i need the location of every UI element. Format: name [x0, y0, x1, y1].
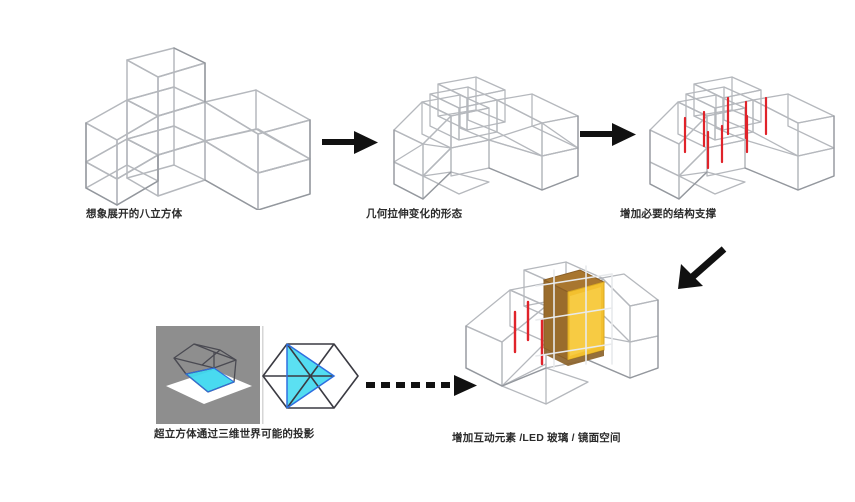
- inset-divider: [262, 326, 264, 424]
- gold-glass-volume: [542, 269, 606, 366]
- projection-inset: [156, 326, 366, 426]
- arrow-down-left-icon: [678, 246, 727, 289]
- inset-caption: 超立方体通过三维世界可能的投影: [154, 428, 315, 440]
- arrow-right-icon: [322, 131, 378, 154]
- interactive-glass-svg: [465, 261, 659, 405]
- arrow-right-icon: [580, 123, 636, 146]
- step-4-caption: 增加互动元素 /LED 玻璃 / 镜面空间: [452, 432, 621, 444]
- arrow-diagonal: [672, 245, 728, 293]
- arrow-dashed-right-icon: [366, 375, 477, 396]
- arrow-dashed: [364, 373, 480, 399]
- structural-support-svg: [649, 76, 835, 200]
- step-2-caption: 几何拉伸变化的形态: [366, 208, 463, 220]
- cube-shadow-projection: [166, 343, 252, 404]
- step-1-caption: 想象展开的八立方体: [86, 208, 183, 220]
- unfolded-cube-svg: [85, 47, 311, 210]
- red-support-columns: [683, 96, 768, 170]
- step-1-wireframe: [78, 38, 318, 210]
- arrow-right-2: [578, 118, 640, 152]
- stretched-geometry-svg: [393, 76, 579, 200]
- arrow-right-1: [320, 126, 382, 160]
- step-3-wireframe: [648, 72, 838, 202]
- step-2-wireframe: [392, 72, 582, 202]
- step-4-wireframe: [462, 256, 662, 418]
- step-3-caption: 增加必要的结构支撑: [620, 208, 717, 220]
- hexagonal-tesseract-projection: [262, 343, 359, 409]
- hypercube-projection-svg: [166, 326, 359, 424]
